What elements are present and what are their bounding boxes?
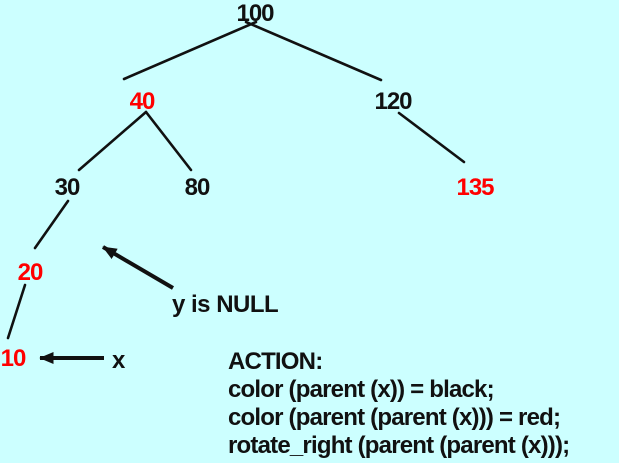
y-is-null-label: y is NULL xyxy=(172,291,279,318)
edge-30-20 xyxy=(33,199,70,250)
tree-node-40: 40 xyxy=(129,88,156,115)
edge-100-120 xyxy=(244,20,383,82)
action-title: ACTION: xyxy=(228,348,323,375)
tree-node-10: 10 xyxy=(0,345,27,372)
tree-node-100: 100 xyxy=(236,0,274,27)
tree-node-80: 80 xyxy=(184,174,211,201)
action-line-1: color (parent (x)) = black; xyxy=(228,376,495,403)
tree-node-120: 120 xyxy=(374,88,412,115)
edge-120-135 xyxy=(397,111,466,164)
edge-100-40 xyxy=(122,20,258,81)
y-pointer-arrow-icon xyxy=(101,245,175,290)
edge-40-30 xyxy=(77,110,148,172)
edge-40-80 xyxy=(144,110,193,172)
tree-node-135: 135 xyxy=(456,174,494,201)
action-line-2: color (parent (parent (x))) = red; xyxy=(228,404,561,431)
edge-20-10 xyxy=(6,283,27,340)
x-label: x xyxy=(112,347,125,374)
action-line-3: rotate_right (parent (parent (x))); xyxy=(228,432,570,459)
action-block: ACTION: color (parent (x)) = black; colo… xyxy=(228,348,570,460)
tree-node-30: 30 xyxy=(54,174,81,201)
tree-node-20: 20 xyxy=(17,259,44,286)
